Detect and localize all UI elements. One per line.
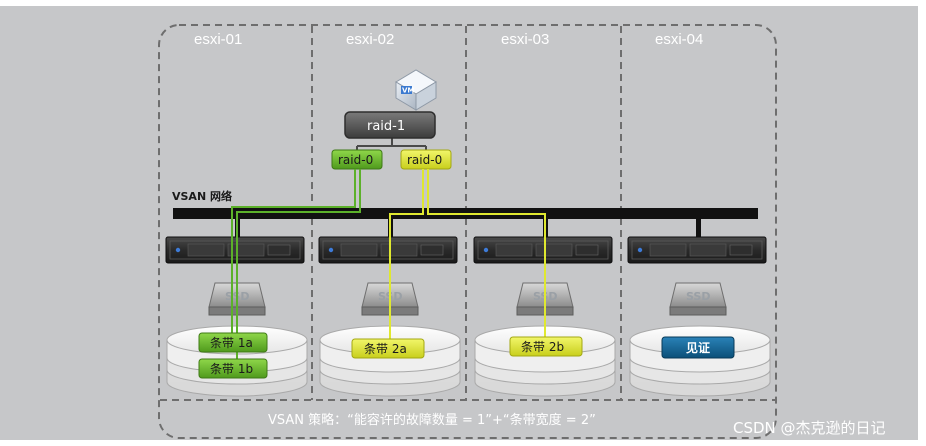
stripe-2b-label: 条带 2b — [521, 340, 564, 354]
host-label-esxi-02: esxi-02 — [346, 31, 394, 48]
server-esxi-04 — [627, 236, 767, 264]
vm-icon: VM — [395, 69, 437, 111]
stripe-1a-label: 条带 1a — [210, 336, 253, 350]
host-label-esxi-03: esxi-03 — [501, 31, 549, 48]
witness-label: 见证 — [686, 341, 710, 355]
raid0-label-green: raid-0 — [338, 153, 373, 167]
stripe-1b-component: 条带 1b — [198, 358, 268, 379]
raid0-label-yellow: raid-0 — [407, 153, 442, 167]
host-label-esxi-04: esxi-04 — [655, 31, 703, 48]
server-esxi-01 — [165, 236, 305, 264]
server-esxi-03 — [473, 236, 613, 264]
yellow-stripe-path — [389, 169, 546, 343]
stripe-2a-label: 条带 2a — [364, 342, 407, 356]
green-stripe-path — [231, 169, 361, 360]
server-esxi-02 — [318, 236, 458, 264]
stripe-1b-label: 条带 1b — [210, 362, 253, 376]
vm-badge: VM — [402, 87, 414, 95]
cluster-frame — [158, 24, 777, 439]
network-label: VSAN 网络 — [172, 189, 232, 203]
witness-component: 见证 — [661, 336, 735, 359]
csdn-watermark: CSDN @杰克逊的日记 — [733, 419, 886, 437]
host-label-esxi-01: esxi-01 — [194, 31, 242, 48]
policy-text: VSAN 策略：“能容许的故障数量 = 1”+“条带宽度 = 2” — [268, 412, 596, 428]
stripe-2b-component: 条带 2b — [509, 336, 583, 357]
raid1-node: raid-1 — [344, 111, 436, 139]
raid0-node-green: raid-0 — [331, 149, 383, 170]
stripe-1a-component: 条带 1a — [198, 332, 268, 353]
raid-tree-connector — [356, 138, 427, 150]
stripe-2a-component: 条带 2a — [351, 338, 425, 359]
network-drop — [696, 219, 701, 237]
raid1-label: raid-1 — [367, 119, 405, 134]
ssd-icon: SSD — [669, 282, 727, 316]
ssd-label: SSD — [686, 290, 710, 303]
raid0-node-yellow: raid-0 — [400, 149, 452, 170]
